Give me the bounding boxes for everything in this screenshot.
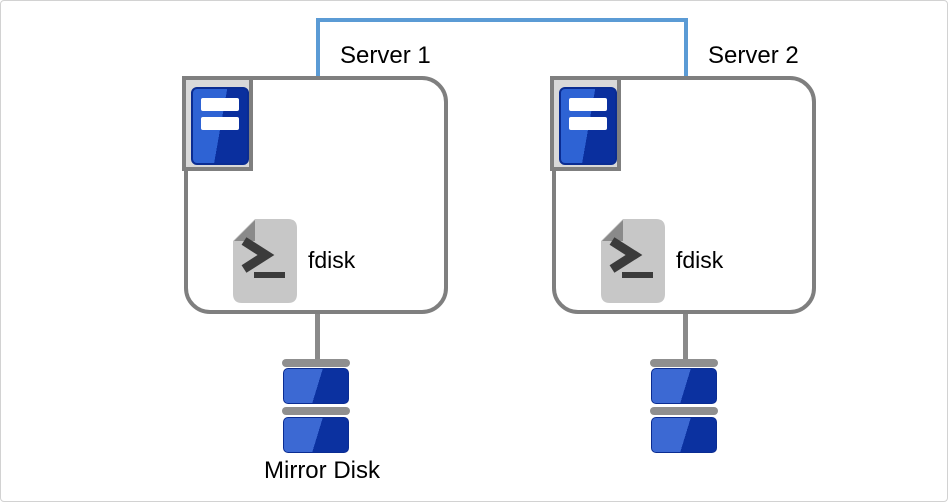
server-interconnect-link	[316, 18, 688, 76]
server-icon-slot	[201, 117, 239, 130]
disk-cap	[650, 359, 718, 367]
terminal-script-file-icon	[601, 219, 665, 303]
disk-cap	[650, 407, 718, 415]
disk-platter	[651, 417, 717, 453]
stacked-disk-icon	[282, 358, 350, 453]
server2-disk-connector-line	[683, 312, 688, 360]
mirror-disk-label: Mirror Disk	[264, 457, 380, 484]
server-icon-slot	[201, 98, 239, 111]
server-icon-slot	[569, 98, 607, 111]
server-icon-slot	[569, 117, 607, 130]
server1-label: Server 1	[340, 42, 431, 69]
server2-fdisk-label: fdisk	[676, 247, 724, 273]
disk-cap	[282, 407, 350, 415]
disk-platter	[283, 417, 349, 453]
disk-cap	[282, 359, 350, 367]
disk-platter	[283, 368, 349, 404]
server-icon	[191, 87, 249, 165]
server2-label: Server 2	[708, 42, 799, 69]
terminal-script-file-icon	[233, 219, 297, 303]
server2-badge	[550, 76, 621, 171]
disk-platter	[651, 368, 717, 404]
stacked-disk-icon	[650, 358, 718, 453]
server1-fdisk-label: fdisk	[308, 247, 356, 273]
server-icon	[559, 87, 617, 165]
server1-disk-connector-line	[315, 312, 320, 360]
server1-badge	[182, 76, 253, 171]
